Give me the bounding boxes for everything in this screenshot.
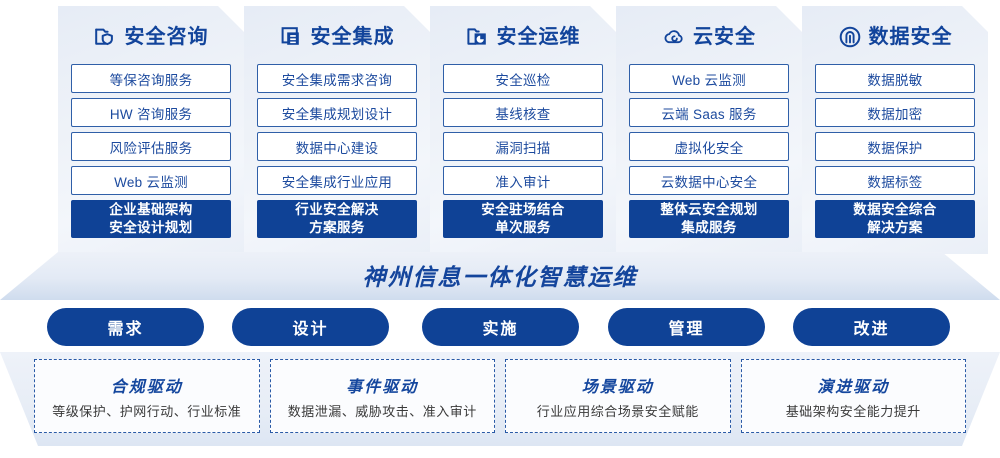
highlight-line: 整体云安全规划 xyxy=(660,201,758,217)
fingerprint-icon xyxy=(838,25,862,49)
highlight-line: 安全设计规划 xyxy=(109,220,193,235)
driver-title: 场景驱动 xyxy=(581,378,654,396)
panel-header: 安全咨询 xyxy=(58,6,244,60)
panel-item-list: Web 云监测 云端 Saas 服务 虚拟化安全 云数据中心安全 整体云安全规划… xyxy=(616,60,802,238)
panel-title: 安全运维 xyxy=(496,26,581,48)
driver-section: 合规驱动 等级保护、护网行动、行业标准 事件驱动 数据泄漏、威胁攻击、准入审计 … xyxy=(0,352,1000,446)
service-item[interactable]: 数据标签 xyxy=(815,166,975,195)
platform-banner-title: 神州信息一体化智慧运维 xyxy=(362,264,638,290)
highlight-line: 方案服务 xyxy=(309,220,365,235)
panel-title: 云安全 xyxy=(693,26,756,48)
capability-panel-security-integration[interactable]: 安全集成 安全集成需求咨询 安全集成规划设计 数据中心建设 安全集成行业应用 行… xyxy=(244,6,430,254)
highlight-service-item[interactable]: 数据安全综合 解决方案 xyxy=(815,200,975,238)
driver-card-scenario[interactable]: 场景驱动 行业应用综合场景安全赋能 xyxy=(505,359,731,433)
highlight-line: 数据安全综合 xyxy=(853,201,937,217)
service-item[interactable]: 漏洞扫描 xyxy=(443,132,603,161)
folder-chart-icon xyxy=(466,25,490,49)
capability-panel-security-consulting[interactable]: 安全咨询 等保咨询服务 HW 咨询服务 风险评估服务 Web 云监测 企业基础架… xyxy=(58,6,244,254)
highlight-service-item[interactable]: 整体云安全规划 集成服务 xyxy=(629,200,789,238)
highlight-line: 企业基础架构 xyxy=(109,201,193,217)
service-item[interactable]: 等保咨询服务 xyxy=(71,64,231,93)
service-item[interactable]: HW 咨询服务 xyxy=(71,98,231,127)
service-item[interactable]: 安全集成规划设计 xyxy=(257,98,417,127)
service-item[interactable]: 虚拟化安全 xyxy=(629,132,789,161)
platform-banner: 神州信息一体化智慧运维 xyxy=(0,252,1000,300)
phase-pill-management[interactable]: 管理 xyxy=(608,308,765,346)
folder-shield-icon xyxy=(94,25,118,49)
highlight-line: 单次服务 xyxy=(495,220,551,235)
cloud-icon xyxy=(662,25,686,49)
service-item[interactable]: Web 云监测 xyxy=(629,64,789,93)
service-item[interactable]: 安全集成行业应用 xyxy=(257,166,417,195)
panel-header: 安全运维 xyxy=(430,6,616,60)
driver-description: 等级保护、护网行动、行业标准 xyxy=(52,403,242,419)
service-item[interactable]: 准入审计 xyxy=(443,166,603,195)
highlight-service-item[interactable]: 行业安全解决 方案服务 xyxy=(257,200,417,238)
panel-item-list: 安全巡检 基线核查 漏洞扫描 准入审计 安全驻场结合 单次服务 xyxy=(430,60,616,238)
service-item[interactable]: 数据脱敏 xyxy=(815,64,975,93)
highlight-service-item[interactable]: 企业基础架构 安全设计规划 xyxy=(71,200,231,238)
capability-panel-data-security[interactable]: 数据安全 数据脱敏 数据加密 数据保护 数据标签 数据安全综合 解决方案 xyxy=(802,6,988,254)
highlight-service-item[interactable]: 安全驻场结合 单次服务 xyxy=(443,200,603,238)
service-item[interactable]: 安全巡检 xyxy=(443,64,603,93)
driver-card-compliance[interactable]: 合规驱动 等级保护、护网行动、行业标准 xyxy=(34,359,260,433)
highlight-line: 安全驻场结合 xyxy=(481,201,565,217)
driver-description: 行业应用综合场景安全赋能 xyxy=(536,403,699,419)
panel-item-list: 数据脱敏 数据加密 数据保护 数据标签 数据安全综合 解决方案 xyxy=(802,60,988,238)
service-item[interactable]: 数据保护 xyxy=(815,132,975,161)
highlight-line: 解决方案 xyxy=(867,220,923,235)
panel-header: 云安全 xyxy=(616,6,802,60)
panel-title: 安全咨询 xyxy=(124,26,209,48)
service-item[interactable]: 基线核查 xyxy=(443,98,603,127)
service-item[interactable]: 风险评估服务 xyxy=(71,132,231,161)
lifecycle-phase-row: 需求 设计 实施 管理 改进 xyxy=(0,308,1000,346)
panel-item-list: 安全集成需求咨询 安全集成规划设计 数据中心建设 安全集成行业应用 行业安全解决… xyxy=(244,60,430,238)
capability-panel-cloud-security[interactable]: 云安全 Web 云监测 云端 Saas 服务 虚拟化安全 云数据中心安全 整体云… xyxy=(616,6,802,254)
service-item[interactable]: 云数据中心安全 xyxy=(629,166,789,195)
driver-description: 基础架构安全能力提升 xyxy=(785,403,921,419)
phase-pill-improvement[interactable]: 改进 xyxy=(793,308,950,346)
phase-pill-requirement[interactable]: 需求 xyxy=(47,308,204,346)
capability-panels: 安全咨询 等保咨询服务 HW 咨询服务 风险评估服务 Web 云监测 企业基础架… xyxy=(0,0,1000,258)
highlight-line: 集成服务 xyxy=(681,220,737,235)
panel-title: 数据安全 xyxy=(868,26,953,48)
panel-header: 安全集成 xyxy=(244,6,430,60)
service-item[interactable]: 数据加密 xyxy=(815,98,975,127)
service-item[interactable]: 数据中心建设 xyxy=(257,132,417,161)
service-item[interactable]: 安全集成需求咨询 xyxy=(257,64,417,93)
driver-card-evolution[interactable]: 演进驱动 基础架构安全能力提升 xyxy=(740,359,966,433)
highlight-line: 行业安全解决 xyxy=(295,201,379,217)
panel-header: 数据安全 xyxy=(802,6,988,60)
driver-list: 合规驱动 等级保护、护网行动、行业标准 事件驱动 数据泄漏、威胁攻击、准入审计 … xyxy=(34,359,966,433)
panel-title: 安全集成 xyxy=(310,26,395,48)
document-stack-icon xyxy=(280,25,304,49)
driver-title: 合规驱动 xyxy=(110,378,183,396)
driver-title: 事件驱动 xyxy=(346,378,419,396)
panel-item-list: 等保咨询服务 HW 咨询服务 风险评估服务 Web 云监测 企业基础架构 安全设… xyxy=(58,60,244,238)
driver-title: 演进驱动 xyxy=(817,378,890,396)
service-item[interactable]: Web 云监测 xyxy=(71,166,231,195)
service-item[interactable]: 云端 Saas 服务 xyxy=(629,98,789,127)
capability-panel-security-operations[interactable]: 安全运维 安全巡检 基线核查 漏洞扫描 准入审计 安全驻场结合 单次服务 xyxy=(430,6,616,254)
driver-card-incident[interactable]: 事件驱动 数据泄漏、威胁攻击、准入审计 xyxy=(269,359,495,433)
phase-pill-design[interactable]: 设计 xyxy=(232,308,389,346)
driver-description: 数据泄漏、威胁攻击、准入审计 xyxy=(287,403,477,419)
phase-pill-implementation[interactable]: 实施 xyxy=(422,308,579,346)
